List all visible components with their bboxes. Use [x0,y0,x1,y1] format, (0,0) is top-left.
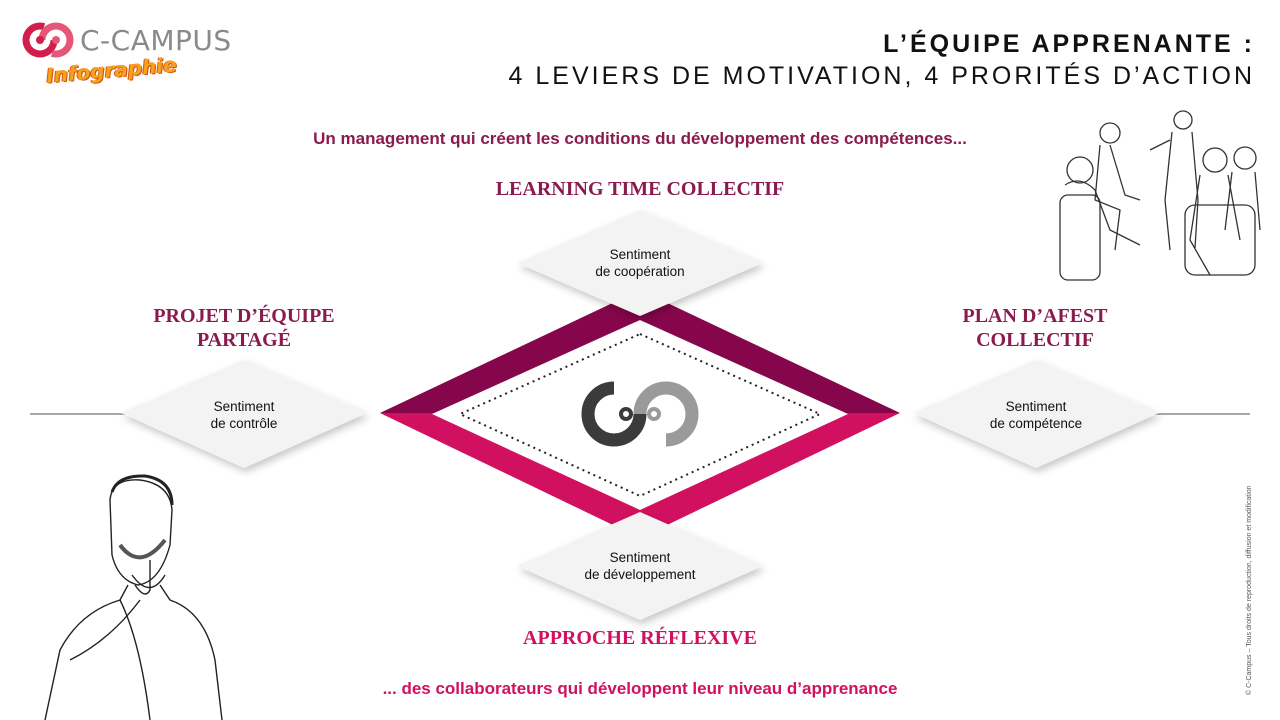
node-cooperation [517,210,763,316]
feeling-competence-line1: Sentiment [1005,399,1067,414]
feeling-competence-line2: de compétence [989,416,1083,431]
brand-name: C-CAMPUS [80,24,232,57]
lever-projet-equipe-line1: PROJET D’ÉQUIPE [153,305,335,327]
feeling-controle: Sentiment de contrôle [164,398,324,432]
lever-approche-reflexive: APPROCHE RÉFLEXIVE [523,627,757,649]
feeling-developpement: Sentiment de développement [560,549,720,583]
c-campus-logo-icon [22,22,74,58]
page-title-line2: 4 LEVIERS DE MOTIVATION, 4 PRORITÉS D’AC… [508,62,1255,90]
lever-plan-afest-line2: COLLECTIF [976,329,1094,351]
lever-plan-afest: PLAN D’AFEST COLLECTIF [915,304,1155,352]
center-logo-icon [581,381,699,447]
node-controle [121,360,367,468]
feeling-cooperation: Sentiment de coopération [560,246,720,280]
page-title-line1: L’ÉQUIPE APPRENANTE : [883,30,1255,58]
feeling-developpement-line2: de développement [584,567,696,582]
feeling-cooperation-line2: de coopération [595,264,685,279]
thinking-man-sketch [44,474,223,720]
feeling-controle-line1: Sentiment [213,399,275,414]
intro-text: Un management qui créent les conditions … [313,129,967,148]
lever-projet-equipe: PROJET D’ÉQUIPE PARTAGÉ [124,304,364,352]
feeling-developpement-line1: Sentiment [609,550,671,565]
lever-projet-equipe-line2: PARTAGÉ [196,329,292,351]
c-campus-logo: C-CAMPUS Infographie [22,20,232,100]
node-developpement [517,512,763,620]
copyright-notice: © C-Campus – Tous droits de reproduction… [1246,485,1253,695]
outro-text: ... des collaborateurs qui développent l… [382,679,898,698]
team-meeting-sketch [1059,110,1261,281]
feeling-controle-line2: de contrôle [210,416,278,431]
node-competence [913,360,1159,468]
lever-plan-afest-line1: PLAN D’AFEST [962,305,1108,327]
feeling-cooperation-line1: Sentiment [609,247,671,262]
feeling-competence: Sentiment de compétence [956,398,1116,432]
lever-learning-time: LEARNING TIME COLLECTIF [495,178,785,200]
